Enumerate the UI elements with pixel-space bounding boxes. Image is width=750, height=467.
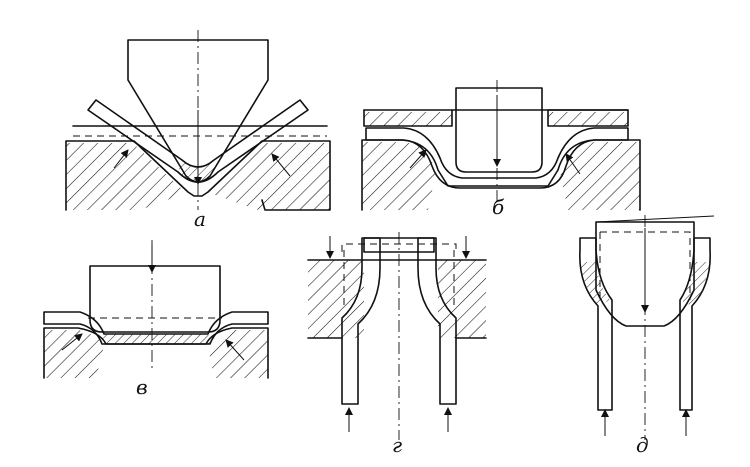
punch-b: [455, 87, 543, 173]
diagram-d-cup-forming: д: [579, 215, 715, 457]
sheet-v-hatch: [102, 334, 210, 344]
label-v: в: [136, 375, 148, 399]
holder-b-hatch-left: [364, 112, 452, 126]
label-g: г: [392, 433, 402, 457]
reaction-arrow-b-left: [409, 149, 427, 169]
reaction-arrow-v-right: [225, 339, 245, 361]
label-a: а: [194, 207, 206, 231]
diagram-b-channel-drawing: б: [361, 80, 641, 219]
diagram-v-shallow-drawing: в: [43, 240, 269, 399]
cup-d-hatch-right: [680, 262, 710, 306]
reaction-arrow-v-left: [61, 333, 83, 351]
reaction-arrow-b-right: [565, 153, 581, 175]
sheet-b: [365, 127, 629, 189]
die-a-hatch-right: [210, 143, 330, 210]
cup-d-hatch-left: [580, 262, 610, 306]
die-g-hatch-right: [438, 260, 486, 338]
diagram-g-flaring: г: [307, 232, 487, 457]
diagram-a-v-bending: а: [65, 30, 331, 231]
punch-v: [89, 265, 221, 333]
punch-d: [595, 221, 695, 327]
die-g-hatch-left: [308, 260, 364, 338]
label-d: д: [636, 433, 649, 457]
mandrel-g: [363, 237, 435, 253]
label-b: б: [492, 195, 505, 219]
reaction-arrow-a-left: [113, 149, 129, 169]
punch-d-top-edge: [595, 215, 715, 223]
holder-b-hatch-right: [548, 112, 628, 126]
reaction-arrow-a-right: [271, 153, 291, 177]
die-b-hatch-right: [560, 142, 640, 210]
die-v-hatch-left: [44, 330, 104, 378]
die-a-hatch-left: [66, 143, 186, 210]
punch-d-dashed: [599, 231, 691, 300]
sheet-v: [43, 311, 269, 345]
